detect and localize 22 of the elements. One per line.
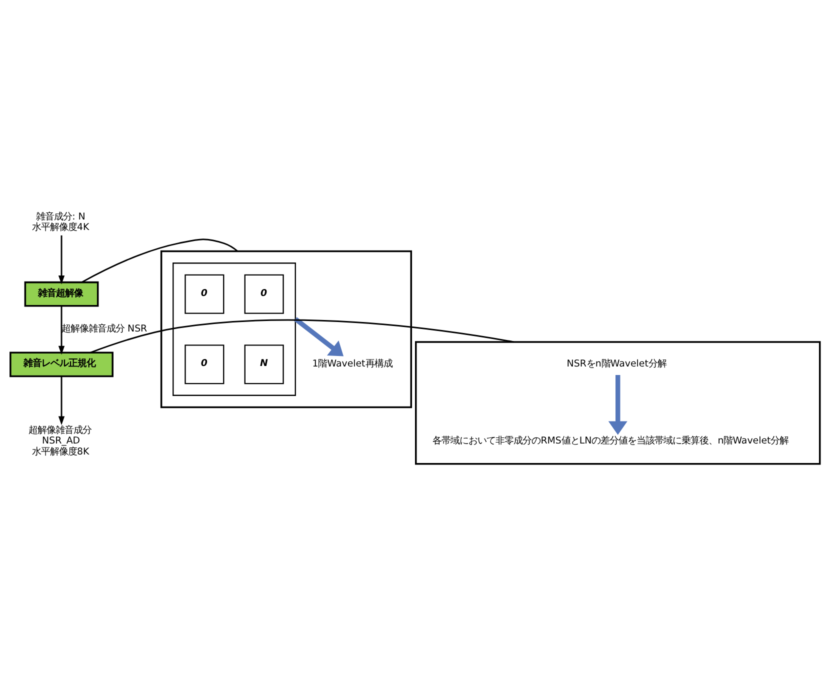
node-box: 0 [184, 274, 224, 314]
cluster [172, 262, 296, 396]
arrow [58, 305, 65, 354]
node-text: 超解像雑音成分 NSR_AD 水平解像度8K [28, 424, 92, 457]
node-box: 雑音レベル正規化 [10, 351, 114, 377]
arrow [294, 316, 344, 356]
arrow [58, 376, 65, 425]
node-text: NSRをn階Wavelet分解 [566, 358, 666, 370]
node-text: 各帯域において非零成分のRMS値とLNの差分値を当該帯域に乗算後、n階Wavelet分解 [432, 435, 789, 446]
arrow [58, 234, 65, 284]
cluster [415, 340, 821, 464]
node-box: N [244, 344, 284, 384]
node-box: 雑音超解像 [24, 280, 99, 306]
node-text: 雑音成分: N 水平解像度4K [32, 210, 90, 232]
node-text: 1階Wavelet再構成 [312, 358, 392, 370]
connector [90, 318, 514, 353]
edge-label: 超解像雑音成分 NSR [62, 323, 148, 334]
node-box: 0 [244, 274, 284, 314]
arrow [608, 374, 628, 434]
cluster [160, 250, 412, 408]
connector [81, 238, 238, 282]
node-box: 0 [184, 344, 224, 384]
